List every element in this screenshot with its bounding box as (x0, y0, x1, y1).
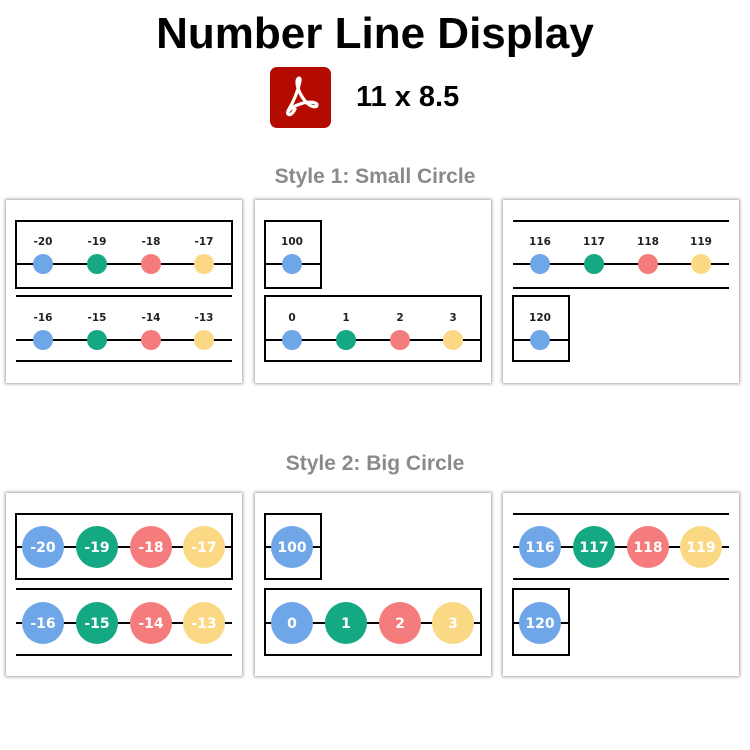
number-circle (130, 526, 172, 568)
number-circle (76, 602, 118, 644)
number-label: -19 (84, 540, 109, 556)
number-circle (336, 330, 356, 350)
style-2-card-2: 100 0 1 2 3 (255, 493, 491, 676)
number-circle (33, 330, 53, 350)
number-circle (194, 330, 214, 350)
number-label: 118 (633, 540, 662, 556)
format-label: 11 x 8.5 (356, 81, 460, 113)
number-circle (584, 254, 604, 274)
row-frame (15, 220, 233, 289)
number-label: 119 (686, 540, 715, 556)
number-label: 120 (529, 312, 551, 324)
number-circle (638, 254, 658, 274)
adobe-pdf-icon (270, 67, 331, 128)
row-frame (264, 295, 482, 362)
number-label: -18 (138, 540, 163, 556)
number-label: 3 (448, 616, 458, 632)
number-circle (530, 254, 550, 274)
number-circle (443, 330, 463, 350)
number-label: -14 (142, 312, 161, 324)
style-2-card-1: -20 -19 -18 -17 -16 -15 -14 -13 (6, 493, 242, 676)
number-circle (282, 330, 302, 350)
number-circle (141, 254, 161, 274)
number-label: -13 (195, 312, 214, 324)
number-circle (282, 254, 302, 274)
number-label: -17 (191, 540, 216, 556)
number-label: -15 (84, 616, 109, 632)
number-label: 116 (525, 540, 554, 556)
number-label: 1 (341, 616, 351, 632)
page-title: Number Line Display (156, 9, 594, 58)
number-label: 119 (690, 236, 712, 248)
style-1-card-3: 116 117 118 119 120 (503, 200, 739, 383)
number-circle (379, 602, 421, 644)
number-circle (519, 602, 561, 644)
number-label: -17 (195, 236, 214, 248)
number-circle (22, 602, 64, 644)
number-label: -13 (191, 616, 216, 632)
number-label: -15 (88, 312, 107, 324)
number-circle (691, 254, 711, 274)
number-label: 100 (281, 236, 303, 248)
number-label: 117 (583, 236, 605, 248)
number-label: 118 (637, 236, 659, 248)
number-label: -16 (34, 312, 53, 324)
number-circle (33, 254, 53, 274)
number-circle (432, 602, 474, 644)
number-label: -18 (142, 236, 161, 248)
number-label: 0 (288, 312, 295, 324)
number-label: -14 (138, 616, 164, 632)
style-2-card-3: 116 117 118 119 120 (503, 493, 739, 676)
number-label: -16 (30, 616, 55, 632)
number-circle (87, 330, 107, 350)
number-label: 120 (525, 616, 554, 632)
number-label: 2 (396, 312, 403, 324)
number-circle (130, 602, 172, 644)
number-label: -20 (34, 236, 53, 248)
number-circle (573, 526, 615, 568)
number-label: 3 (449, 312, 456, 324)
number-circle (627, 526, 669, 568)
number-label: 100 (277, 540, 306, 556)
style-1-card-1: -20 -19 -18 -17 -16 -15 -14 -13 (6, 200, 242, 383)
number-circle (271, 526, 313, 568)
number-circle (390, 330, 410, 350)
number-circle (141, 330, 161, 350)
number-circle (325, 602, 367, 644)
number-label: 117 (579, 540, 608, 556)
row-frame (264, 220, 322, 289)
number-circle (183, 526, 225, 568)
number-label: 2 (395, 616, 405, 632)
number-circle (22, 526, 64, 568)
number-circle (680, 526, 722, 568)
number-label: 1 (342, 312, 349, 324)
number-circle (519, 526, 561, 568)
number-circle (76, 526, 118, 568)
style-1-title: Style 1: Small Circle (274, 165, 476, 188)
style-2-title: Style 2: Big Circle (285, 452, 465, 475)
number-label: -19 (88, 236, 107, 248)
number-circle (183, 602, 225, 644)
row-frame (512, 295, 570, 362)
number-label: 116 (529, 236, 551, 248)
number-circle (87, 254, 107, 274)
number-circle (194, 254, 214, 274)
number-label: 0 (287, 616, 297, 632)
number-circle (271, 602, 313, 644)
style-1-card-2: 100 0 1 2 3 (255, 200, 491, 383)
number-circle (530, 330, 550, 350)
number-label: -20 (30, 540, 56, 556)
